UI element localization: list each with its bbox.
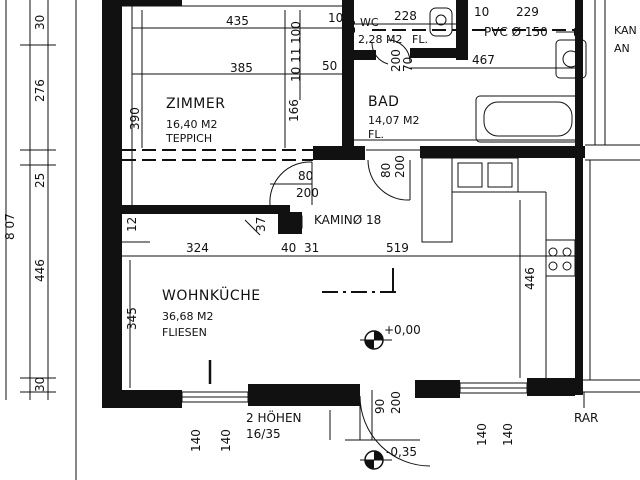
dim-left-30-top: 30 <box>33 15 47 30</box>
room-wc-name: WC <box>360 16 379 29</box>
dim-519: 519 <box>386 241 409 255</box>
dimension-lines <box>122 10 580 441</box>
dim-left-30-bottom: 30 <box>33 377 47 392</box>
dim-140-b: 140 <box>219 429 233 452</box>
dashed-lines <box>122 29 580 161</box>
annotation-rar: RAR <box>574 411 598 425</box>
dim-385: 385 <box>230 61 253 75</box>
dim-140-d: 140 <box>501 423 515 446</box>
room-wc-floor: FL. <box>412 33 428 46</box>
room-wohnkueche-floor: FLIESEN <box>162 326 207 339</box>
thin-partitions <box>122 0 640 393</box>
dim-200-door: 200 <box>296 186 319 200</box>
dim-50: 50 <box>322 59 337 73</box>
dim-37: 37 <box>254 217 268 232</box>
dim-10-right: 10 <box>474 5 489 19</box>
level-marker-zero <box>360 330 392 350</box>
dim-left-276: 276 <box>33 79 47 102</box>
neighbor-label-line2: AN <box>614 42 630 55</box>
dim-10-wc: 10 <box>344 19 358 34</box>
dim-left-25: 25 <box>33 173 47 188</box>
dim-390: 390 <box>128 107 142 130</box>
room-bad-floor: FL. <box>368 128 384 141</box>
level-markers <box>360 330 392 470</box>
dim-467: 467 <box>472 53 495 67</box>
room-wohnkueche-area: 36,68 M2 <box>162 310 213 323</box>
dim-229: 229 <box>516 5 539 19</box>
dim-80-door: 80 <box>298 169 313 183</box>
dim-80-bad-door: 80 <box>379 163 393 178</box>
dim-10-top: 10 <box>328 11 343 25</box>
annotation-steps-line1: 2 HÖHEN <box>246 409 302 425</box>
room-bad-name: BAD <box>368 94 399 110</box>
dim-left-807: 8 07 <box>3 213 17 240</box>
room-zimmer-area: 16,40 M2 <box>166 118 217 131</box>
dim-200-wc: 200 <box>389 49 403 72</box>
dim-228: 228 <box>394 9 417 23</box>
doors <box>269 39 431 467</box>
windows <box>181 382 528 403</box>
level-marker-minus <box>360 450 392 470</box>
level-zero-label: +0,00 <box>384 323 421 337</box>
walls <box>102 0 585 408</box>
kitchen <box>421 157 576 378</box>
dim-left-446: 446 <box>33 259 47 282</box>
bathroom-fixtures <box>429 7 587 143</box>
room-wc-area: 2,28 M2 <box>358 33 402 46</box>
dim-10-11: 10 11 <box>289 48 303 82</box>
room-bad-area: 14,07 M2 <box>368 114 419 127</box>
dim-140-a: 140 <box>189 429 203 452</box>
dim-140-c: 140 <box>475 423 489 446</box>
dim-324: 324 <box>186 241 209 255</box>
dim-166: 166 <box>287 99 301 122</box>
dim-435: 435 <box>226 14 249 28</box>
dim-40: 40 <box>281 241 296 255</box>
room-zimmer-name: ZIMMER <box>166 96 225 112</box>
dim-200-entry: 200 <box>389 391 403 414</box>
annotation-pvc: PVC Ø 150 <box>484 25 548 39</box>
dim-12: 12 <box>125 217 139 232</box>
annotation-kamin: KAMINØ 18 <box>314 213 381 227</box>
pvc-arrow <box>556 28 580 36</box>
room-zimmer-floor: TEPPICH <box>165 132 212 145</box>
dim-70-wc: 70 <box>401 57 415 72</box>
room-wohnkueche-name: WOHNKÜCHE <box>162 286 261 304</box>
left-dimension-chain: 8 07 30 276 25 446 30 <box>3 0 77 480</box>
dim-100: 100 <box>289 21 303 44</box>
dim-31: 31 <box>304 241 319 255</box>
annotation-steps-line2: 16/35 <box>246 427 281 441</box>
dim-200-bad-door: 200 <box>393 155 407 178</box>
dim-446-right: 446 <box>523 267 537 290</box>
level-neg-label: -0,35 <box>386 445 417 459</box>
dim-345: 345 <box>125 307 139 330</box>
dim-90-entry: 90 <box>373 399 387 414</box>
chimney <box>289 215 303 229</box>
neighbor-label-line1: KAN <box>614 24 637 37</box>
dash-dot-mark <box>208 268 396 384</box>
